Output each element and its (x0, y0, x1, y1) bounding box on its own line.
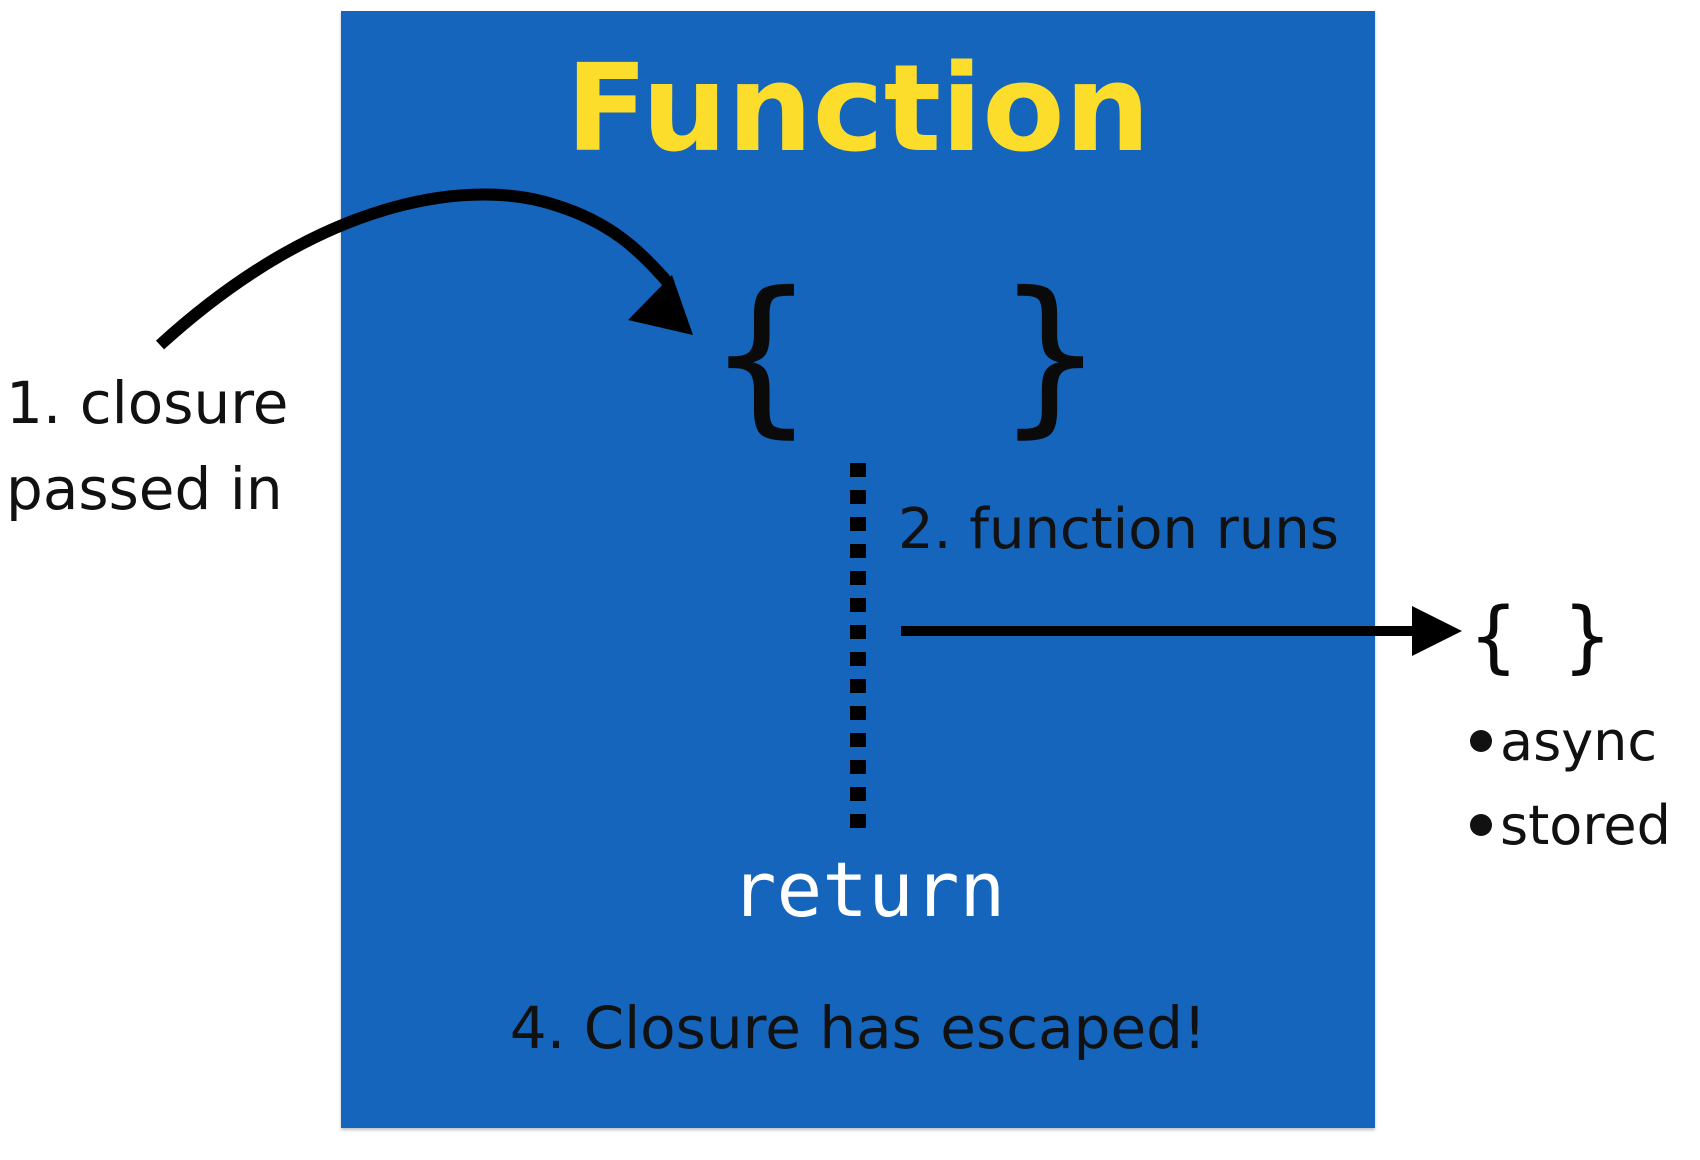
pass-in-arrowhead (628, 275, 693, 335)
list-item: stored (1470, 784, 1671, 868)
bullet-icon (1470, 730, 1492, 753)
list-item: async (1470, 700, 1671, 784)
step1-line1: 1. closure (6, 369, 289, 437)
reason-stored: stored (1500, 794, 1671, 857)
escape-reasons-list: async stored (1470, 700, 1671, 868)
step2-label: 2. function runs (898, 497, 1339, 562)
return-keyword: return (730, 845, 1006, 934)
escaped-closure-braces: { } (1470, 592, 1611, 682)
closure-braces: { } (710, 256, 1101, 454)
function-title: Function (565, 40, 1151, 179)
step1-label: 1. closure passed in (6, 360, 289, 532)
step4-label: 4. Closure has escaped! (509, 994, 1207, 1062)
bullet-icon (1470, 814, 1492, 837)
step1-line2: passed in (6, 455, 283, 523)
reason-async: async (1500, 710, 1658, 773)
escape-arrowhead (1412, 606, 1462, 656)
pass-in-arrow (155, 188, 675, 350)
